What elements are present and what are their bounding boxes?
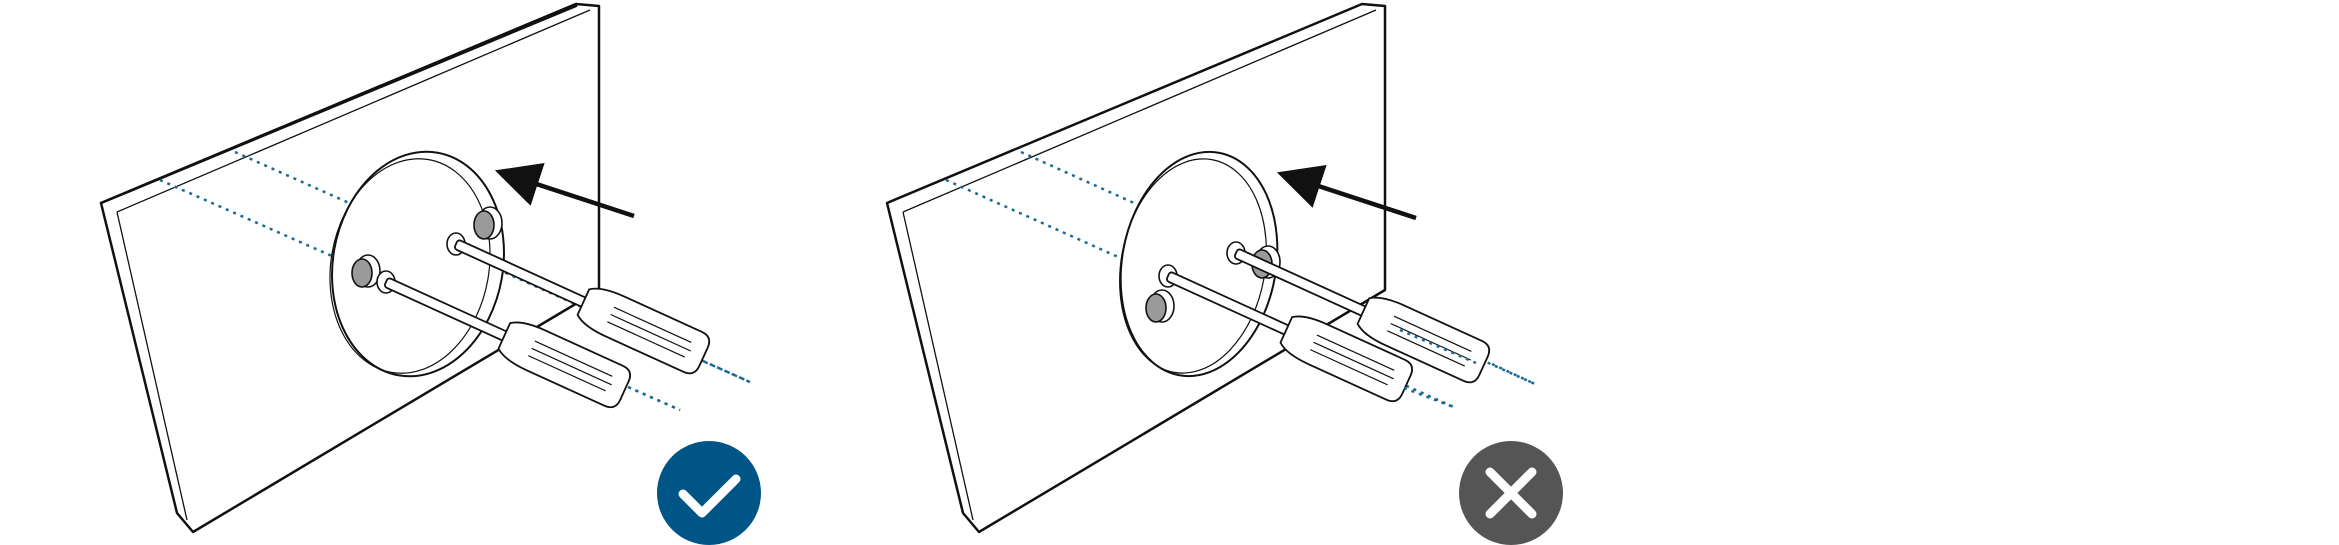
screwdriver (384, 277, 631, 409)
guide-lines-tail (1399, 328, 1536, 410)
screw (1145, 289, 1175, 323)
screwdriver (454, 239, 711, 375)
wall-panel-inner-edge (116, 9, 591, 521)
panel-correct (99, 2, 761, 545)
wall-panel-inner-edge (902, 9, 1377, 521)
guide-lines-tail (627, 360, 751, 412)
screwdriver (1166, 271, 1413, 403)
screw (351, 254, 381, 288)
verdict-badge-correct (657, 441, 761, 545)
push-arrow (1276, 165, 1417, 221)
cross-icon (1485, 467, 1537, 519)
screw (473, 206, 503, 240)
verdict-badge-incorrect (1459, 441, 1563, 545)
checkmark-icon (678, 474, 741, 518)
panel-incorrect (885, 2, 1563, 545)
push-arrow (494, 163, 635, 219)
